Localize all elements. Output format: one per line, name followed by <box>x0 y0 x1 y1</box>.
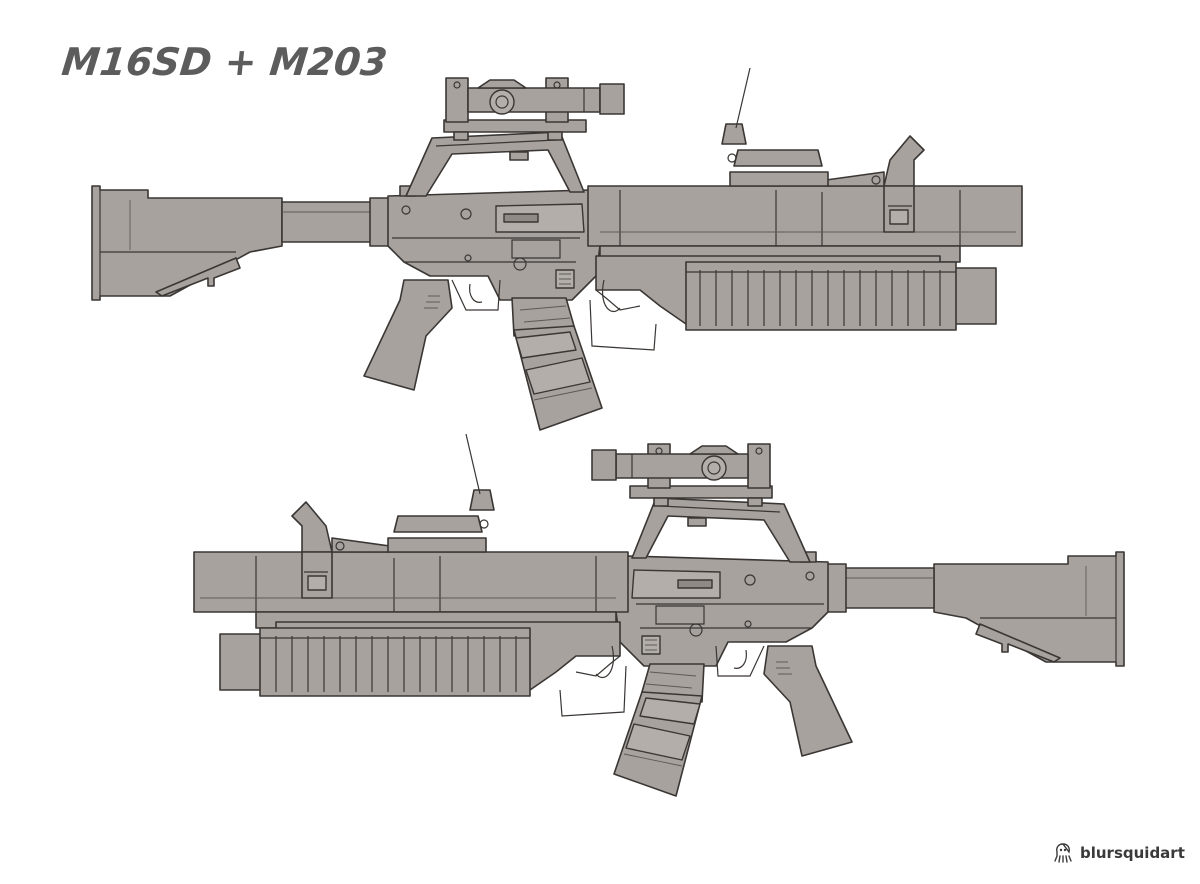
right-side-view <box>193 433 1125 797</box>
signature-text: blursquidart <box>1080 844 1185 862</box>
squid-logo-icon <box>1054 843 1072 863</box>
left-side-view <box>91 67 1023 431</box>
artist-signature: blursquidart <box>1052 842 1185 864</box>
